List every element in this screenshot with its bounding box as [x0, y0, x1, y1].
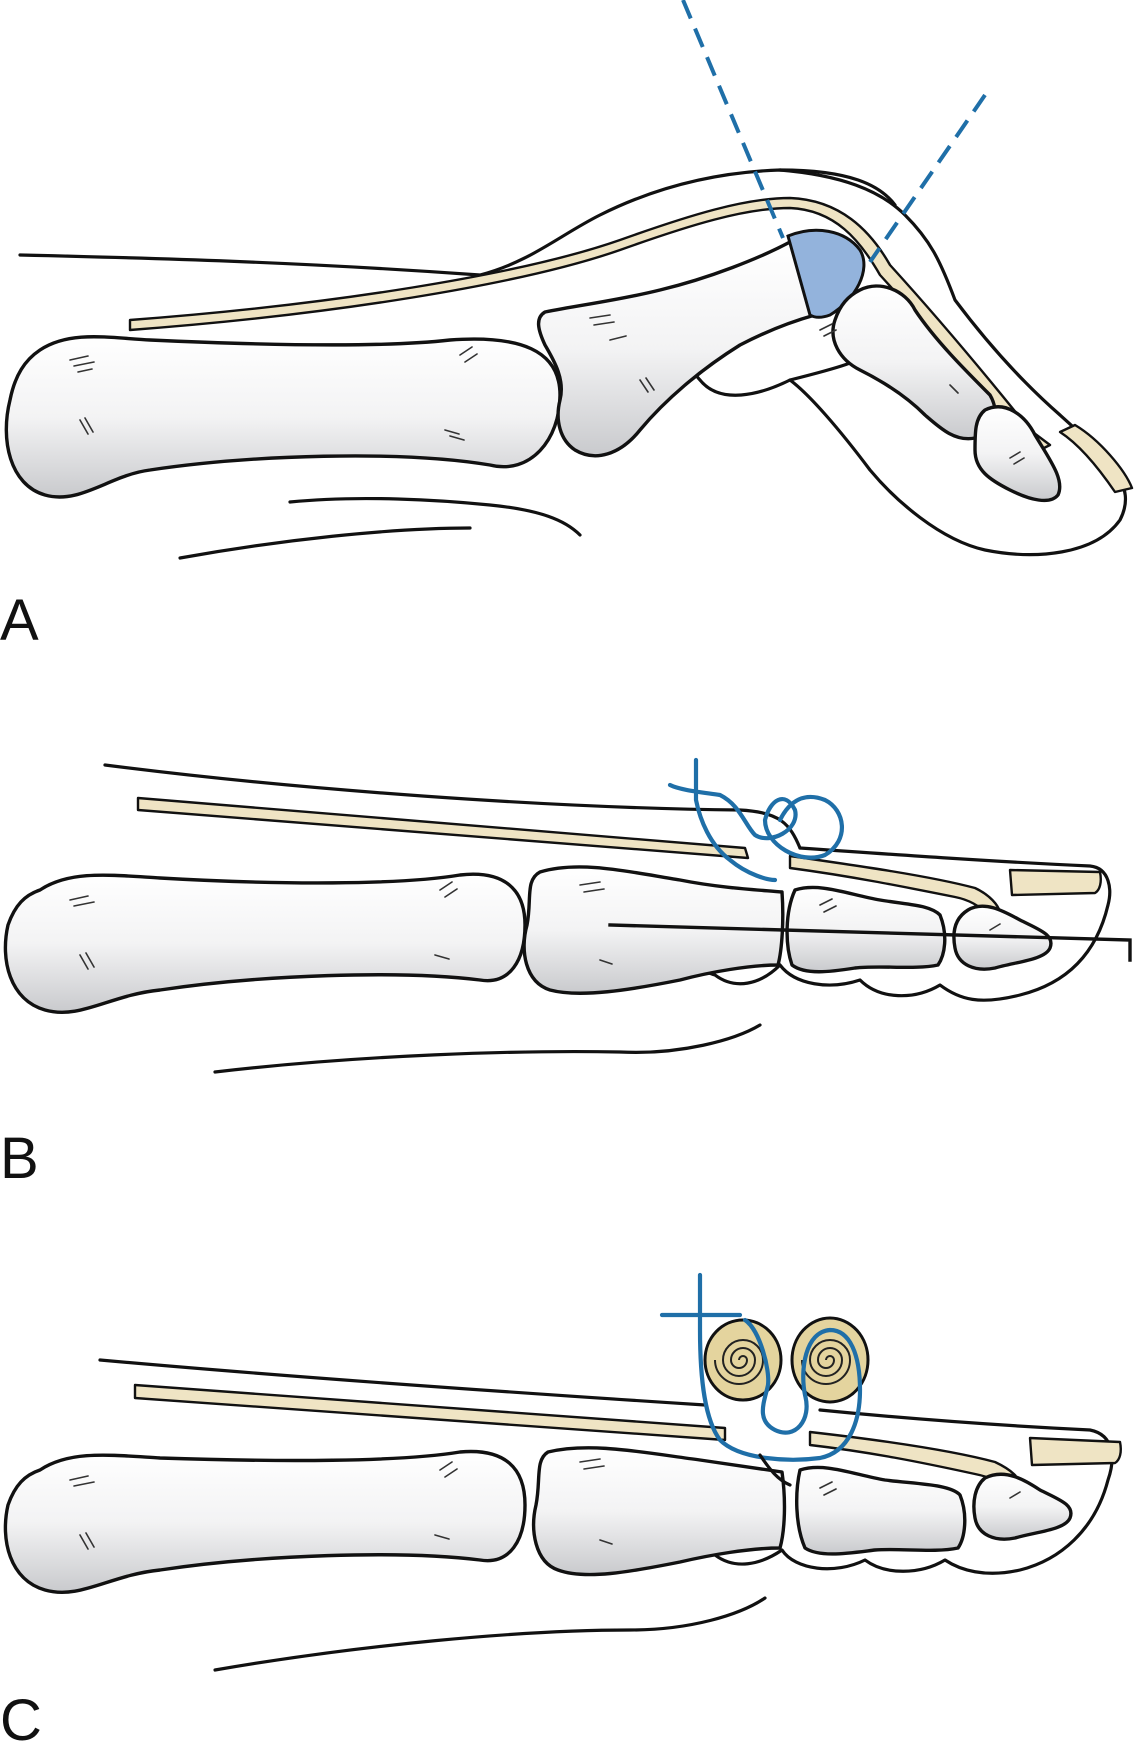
panel-b [3, 757, 1132, 1074]
button-coil-icon [801, 1339, 852, 1385]
proximal-phalanx [4, 335, 562, 499]
osteotomy-cut-line-distal [868, 93, 987, 264]
resected-wedge [786, 228, 866, 319]
distal-middle-head [785, 885, 947, 974]
panel-a [4, 0, 1134, 560]
middle-phalanx [536, 240, 817, 458]
middle-phalanx [522, 865, 785, 995]
button-proximal [703, 1318, 783, 1402]
finger-skin-outline [691, 168, 1128, 557]
button-coil-icon [714, 1339, 765, 1385]
panel-c [3, 1272, 1122, 1672]
volar-skin-line-2 [178, 526, 472, 560]
terminal-tendon-insertion [1008, 868, 1102, 897]
bone-shading-marks [69, 881, 1001, 970]
osteotomy-cut-line-proximal [681, 0, 785, 239]
panel-label-b: B [0, 1126, 39, 1191]
middle-phalanx [532, 1446, 787, 1577]
dorsal-skin-line [18, 168, 897, 277]
proximal-phalanx [3, 1449, 527, 1595]
distal-middle-head [795, 1465, 967, 1556]
dorsal-skin-line [103, 763, 802, 850]
k-wire [608, 923, 1132, 962]
figure-of-eight-suture [659, 1272, 863, 1462]
panel-label-c: C [0, 1688, 42, 1753]
volar-skin-line [213, 1023, 762, 1074]
terminal-tendon-insertion [1028, 1436, 1122, 1467]
panel-label-a: A [0, 588, 39, 653]
extensor-tendon [136, 796, 750, 860]
suture-to-bone-proximal [758, 1453, 792, 1487]
volar-skin-line [213, 1596, 767, 1672]
extensor-tendon [133, 1383, 727, 1442]
dorsal-skin-line [98, 1358, 707, 1407]
volar-skin-line-1 [288, 496, 582, 537]
finger-skin-outline [678, 1408, 1114, 1575]
bone-shading-marks [69, 314, 1025, 465]
proximal-phalanx [3, 872, 527, 1015]
figure-of-eight-suture [667, 757, 844, 883]
distal-phalanx-c [972, 1472, 1073, 1541]
finger-skin-outline [678, 846, 1112, 1002]
terminal-tendon-insertion [1058, 423, 1134, 494]
bone-shading-marks [69, 1458, 1021, 1550]
